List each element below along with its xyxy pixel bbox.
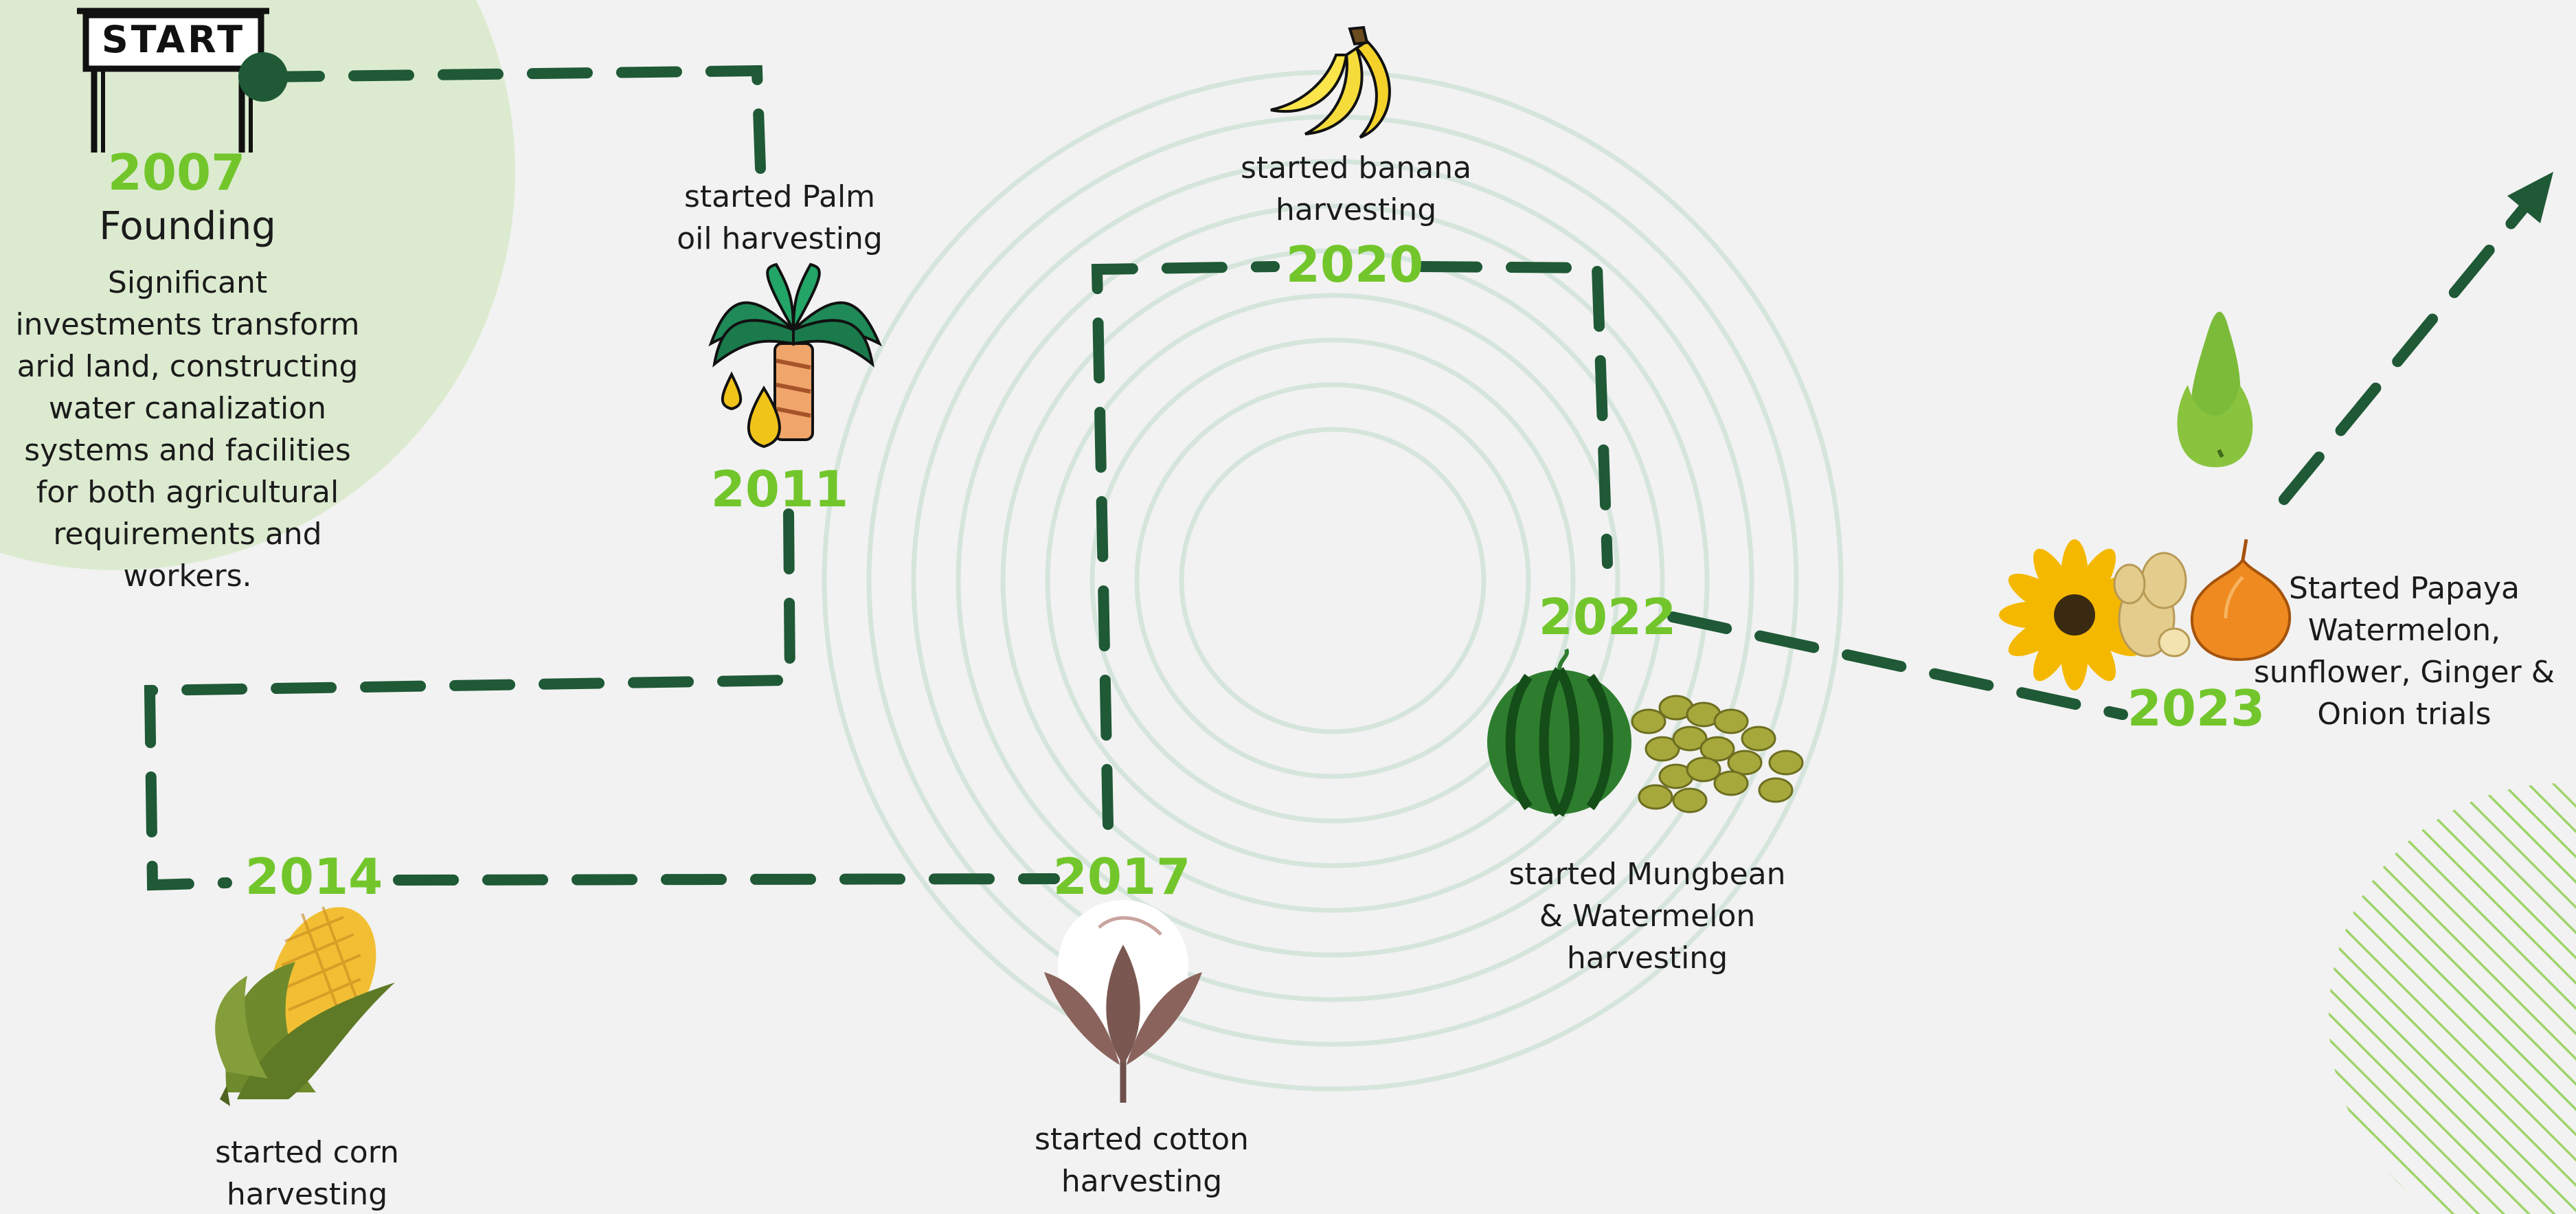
- label-2017-line-1: started cotton: [1035, 1122, 1249, 1157]
- start-sign-icon: [77, 8, 288, 153]
- label-2023-line-1: Started Papaya: [2289, 571, 2520, 606]
- founding-description: Significant investments transform arid l…: [15, 265, 360, 594]
- label-2022-line-2: & Watermelon: [1539, 899, 1756, 934]
- label-2023-line-4: Onion trials: [2317, 697, 2492, 732]
- palm-oil-icon: [708, 262, 882, 449]
- label-2022: started Mungbean & Watermelon harvesting: [1482, 853, 1812, 979]
- start-sign-label: START: [101, 18, 246, 61]
- label-2014: started corn harvesting: [170, 1132, 444, 1214]
- label-2023-line-2: Watermelon,: [2307, 613, 2501, 648]
- label-2022-line-1: started Mungbean: [1509, 857, 1786, 892]
- mungbean-icon: [1631, 695, 1804, 813]
- label-2020: started banana harvesting: [1212, 147, 1500, 231]
- founding-title: Founding: [99, 204, 276, 249]
- watermelon-icon: [1487, 648, 1631, 817]
- year-2007: 2007: [107, 144, 246, 201]
- label-2023: Started Papaya Watermelon, sunflower, Gi…: [2226, 567, 2576, 735]
- year-2023: 2023: [2127, 679, 2266, 737]
- label-2011: started Palm oil harvesting: [642, 176, 917, 260]
- year-2011: 2011: [710, 460, 849, 518]
- year-2017: 2017: [1052, 848, 1191, 906]
- label-2020-line-2: harvesting: [1275, 192, 1437, 227]
- year-2020: 2020: [1285, 236, 1424, 293]
- label-2014-line-1: started corn: [215, 1135, 399, 1170]
- ginger-icon: [2113, 552, 2191, 657]
- year-2022: 2022: [1538, 588, 1677, 646]
- arrow-head-icon: [2507, 172, 2553, 223]
- corn-icon: [215, 906, 395, 1106]
- label-2014-line-2: harvesting: [226, 1177, 388, 1212]
- papaya-icon: [2177, 311, 2253, 467]
- label-2020-line-1: started banana: [1240, 150, 1472, 186]
- year-2014: 2014: [245, 848, 383, 906]
- label-2017-line-2: harvesting: [1061, 1164, 1223, 1199]
- timeline-path: [144, 65, 2535, 891]
- hatched-circle-decoration: [2329, 783, 2576, 1214]
- label-2017: started cotton harvesting: [1004, 1119, 1279, 1202]
- label-2022-line-3: harvesting: [1566, 941, 1728, 976]
- label-2011-line-2: oil harvesting: [677, 221, 883, 256]
- green-blob-decoration: [0, 0, 515, 570]
- onion-icon: [2190, 539, 2292, 662]
- label-2023-line-3: sunflower, Ginger &: [2253, 655, 2555, 690]
- label-2011-line-1: started Palm: [683, 179, 876, 214]
- cotton-icon: [1044, 900, 1202, 1103]
- banana-icon: [1270, 25, 1391, 139]
